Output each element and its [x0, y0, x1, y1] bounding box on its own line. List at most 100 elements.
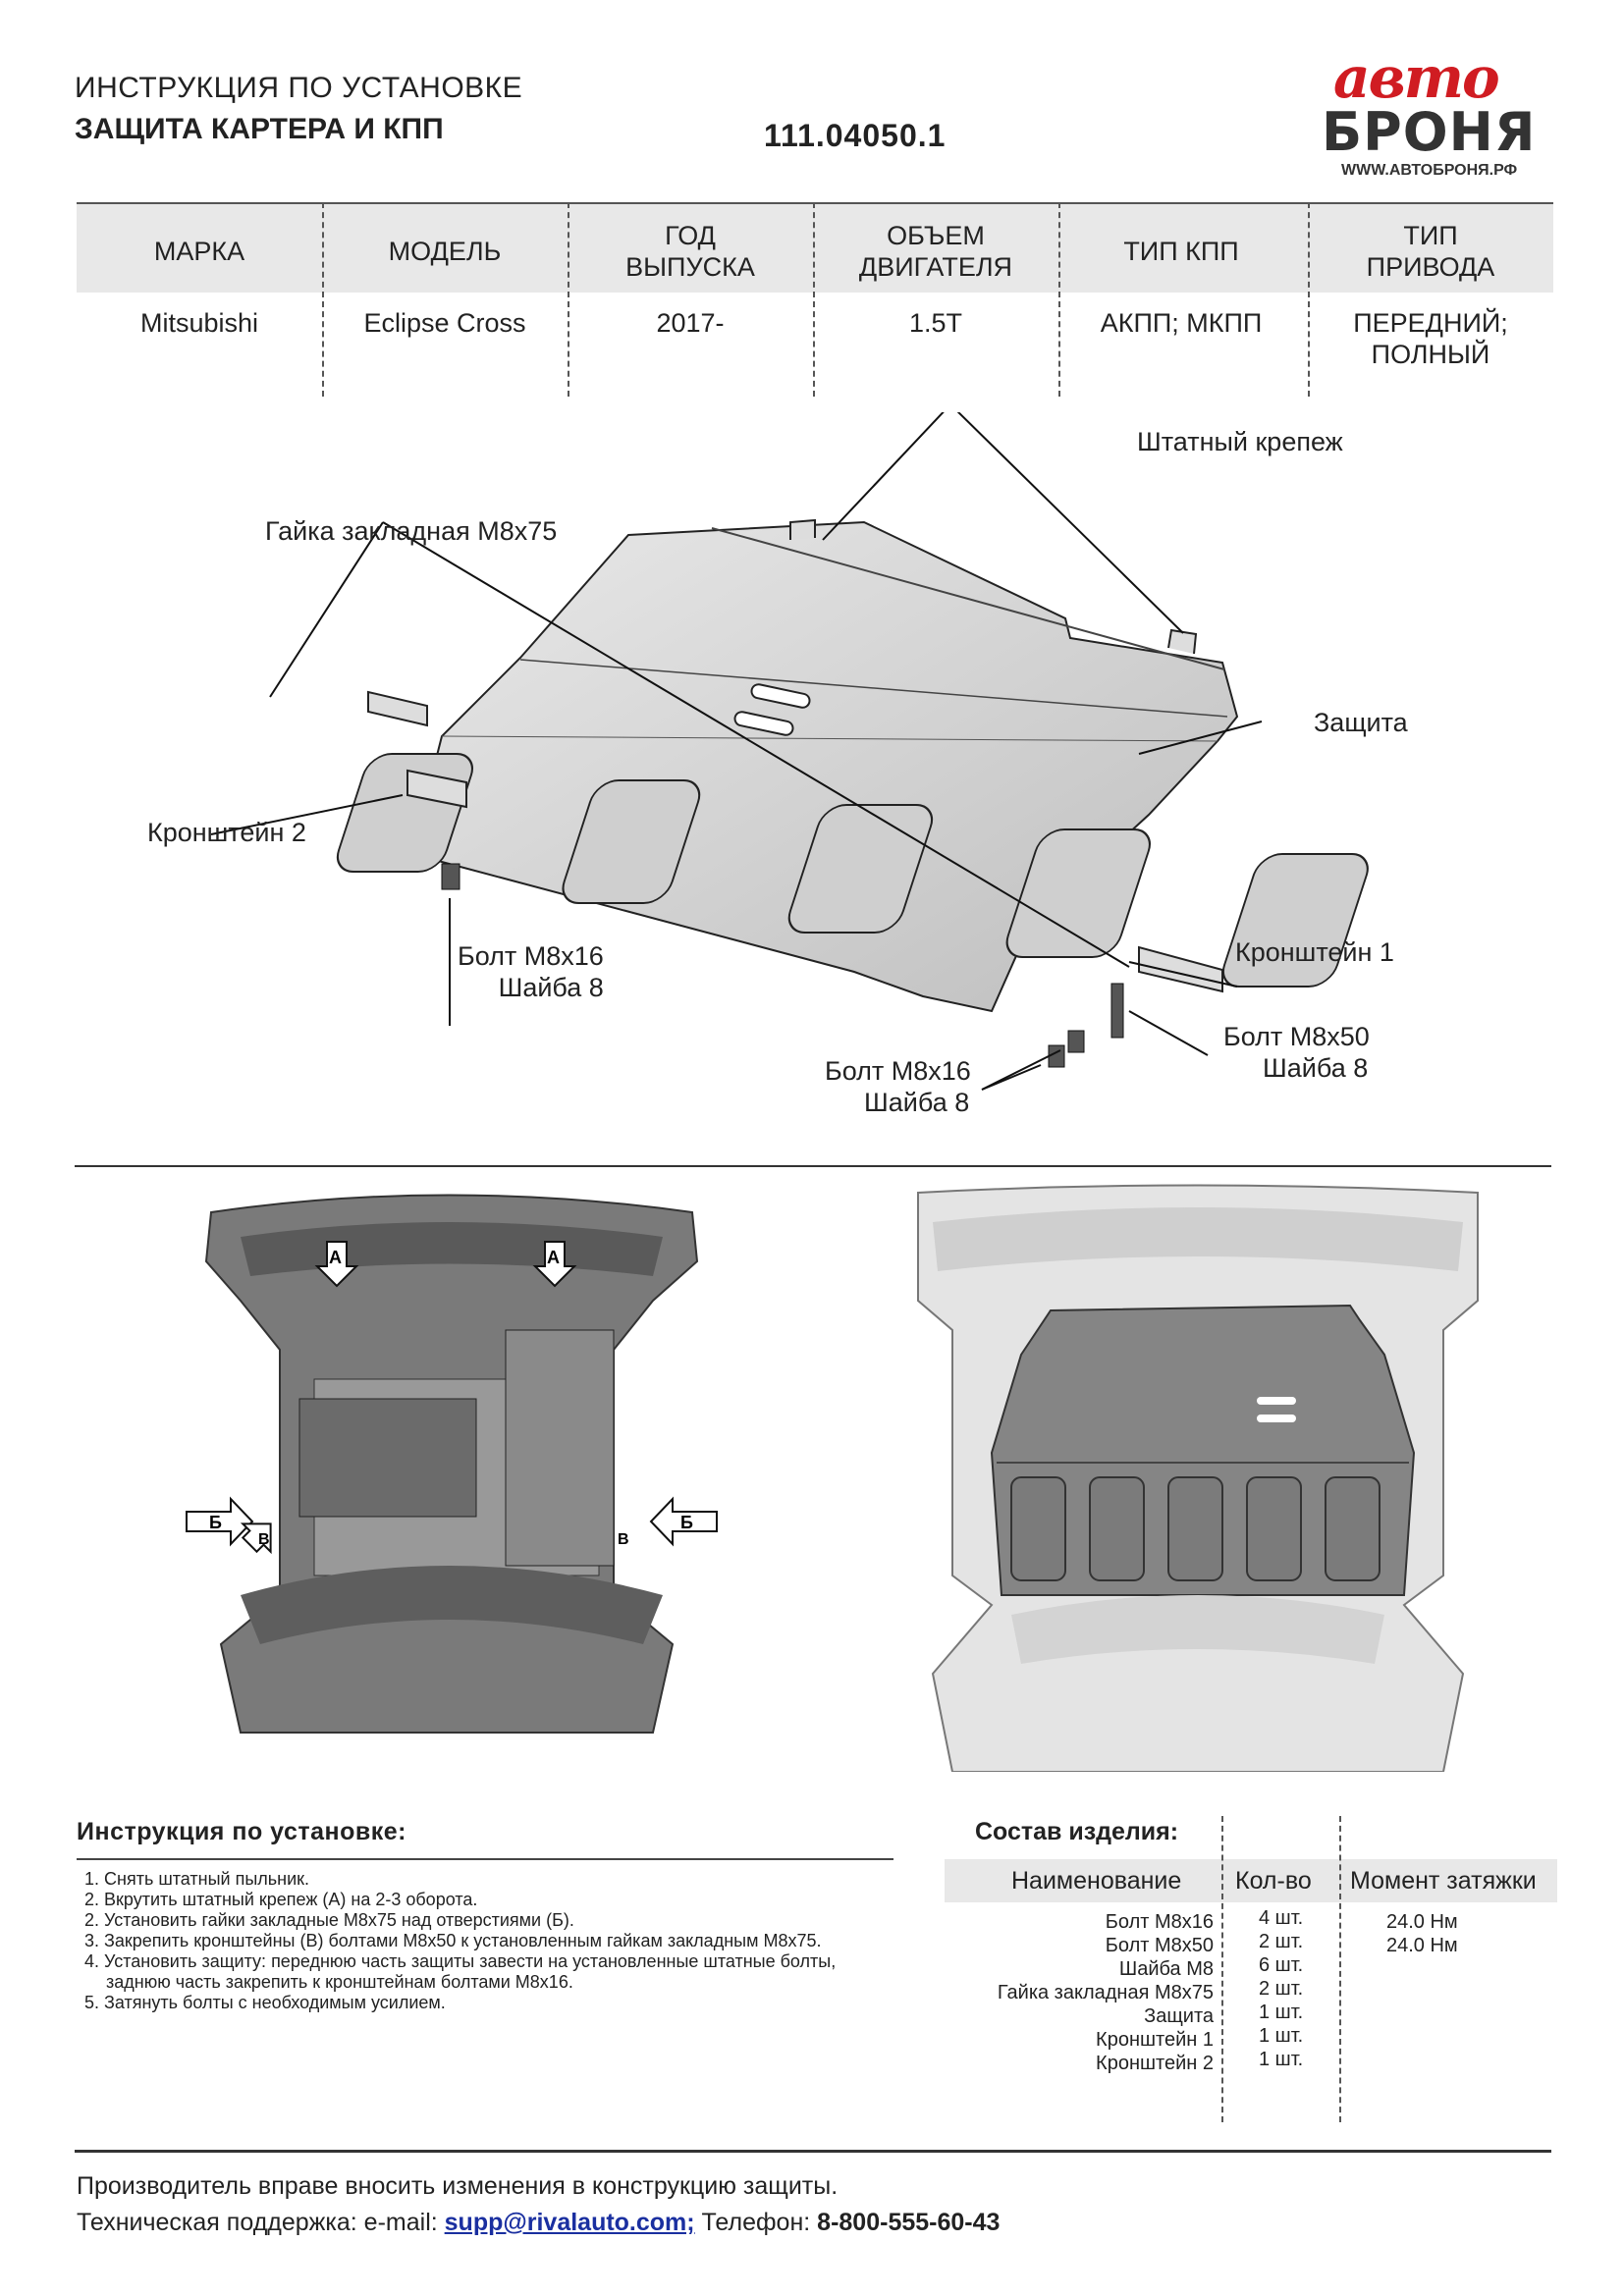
article-number: 111.04050.1 — [764, 118, 947, 153]
bracket-1 — [1138, 945, 1223, 993]
header-make: МАРКА — [153, 237, 245, 266]
composition-row-qty: 2 шт. — [1259, 1978, 1304, 2000]
footer-support: Техническая поддержка: e-mail: supp@riva… — [77, 2209, 1000, 2237]
label-bolt16-left: Болт М8х16 Шайба 8 — [458, 941, 604, 1002]
title-line-2: ЗАЩИТА КАРТЕРА И КПП — [75, 113, 444, 145]
marker-v-right: В — [618, 1531, 629, 1548]
composition-row-name: Кронштейн 2 — [1096, 2053, 1214, 2074]
label-nut: Гайка закладная М8х75 — [265, 516, 558, 546]
marker-b-left: Б — [186, 1496, 254, 1547]
brand-logo: авто БРОНЯ WWW.АВТОБРОНЯ.РФ — [1316, 44, 1561, 191]
support-email-link[interactable]: supp@rivalauto.com; — [444, 2209, 695, 2236]
value-make: Mitsubishi — [139, 308, 259, 338]
composition-col-qty: Кол-во — [1235, 1867, 1312, 1895]
label-guard: Защита — [1314, 708, 1408, 737]
instructions-underline — [77, 1858, 893, 1860]
label-bolt50: Болт М8х50 Шайба 8 — [1223, 1022, 1370, 1083]
composition-row-name: Защита — [1144, 2005, 1214, 2027]
composition-row-name: Кронштейн 1 — [1096, 2029, 1214, 2051]
section-divider — [75, 1165, 1551, 1167]
instruction-step: 4. Установить защиту: переднюю часть защ… — [84, 1951, 837, 1992]
instruction-step: 2. Вкрутить штатный крепеж (А) на 2-3 об… — [84, 1890, 478, 1909]
value-model: Eclipse Cross — [363, 308, 526, 338]
instruction-step: 2. Установить гайки закладные М8х75 над … — [84, 1910, 574, 1930]
phone-label: Телефон: — [694, 2209, 818, 2236]
marker-a-left: А — [314, 1241, 359, 1288]
composition-row-name: Шайба М8 — [1118, 1958, 1214, 1980]
header-model: МОДЕЛЬ — [388, 237, 502, 266]
composition-row-torque: 24.0 Нм — [1386, 1935, 1458, 1956]
instruction-step: 3. Закрепить кронштейны (В) болтами М8х5… — [84, 1931, 822, 1950]
svg-text:Б: Б — [209, 1513, 222, 1532]
label-stock-fastener: Штатный крепеж — [1137, 427, 1343, 456]
composition-row-name: Болт М8х16 — [1105, 1911, 1214, 1933]
composition-row-torque: 24.0 Нм — [1386, 1911, 1458, 1933]
composition-row-qty: 1 шт. — [1259, 2049, 1304, 2070]
marker-a-right: А — [532, 1241, 577, 1288]
composition-header-bg — [945, 1859, 1557, 1902]
composition-row-qty: 4 шт. — [1259, 1907, 1304, 1929]
slot — [750, 683, 811, 709]
marker-v-left: В — [240, 1522, 272, 1555]
title-line-1: ИНСТРУКЦИЯ ПО УСТАНОВКЕ — [75, 72, 523, 104]
instruction-step: 1. Снять штатный пыльник. — [84, 1869, 310, 1889]
assembly-diagram: Штатный крепеж Гайка закладная М8х75 Защ… — [147, 412, 1473, 1144]
column-divider — [1308, 202, 1310, 397]
label-bolt16-mid: Болт М8х16 Шайба 8 — [825, 1056, 971, 1117]
logo-brand: БРОНЯ — [1322, 101, 1537, 163]
undercarriage-photo-after — [917, 1184, 1479, 1772]
svg-text:А: А — [547, 1248, 560, 1267]
svg-text:А: А — [329, 1248, 342, 1267]
bracket-2 — [406, 769, 467, 809]
emboss-panel — [562, 779, 701, 904]
composition-row-qty: 1 шт. — [1259, 2002, 1304, 2023]
column-divider — [1058, 202, 1060, 397]
instruction-step: 5. Затянуть болты с необходимым усилием. — [84, 1993, 446, 2012]
bolt-m8x16-mid — [1048, 1030, 1085, 1068]
column-divider — [813, 202, 815, 397]
label-bracket-1: Кронштейн 1 — [1235, 937, 1394, 967]
instructions-list: 1. Снять штатный пыльник. 2. Вкрутить шт… — [84, 1869, 890, 2013]
rear-tab — [789, 518, 816, 540]
value-year: 2017- — [656, 308, 725, 338]
emboss-panel — [787, 804, 934, 934]
column-divider — [568, 202, 569, 397]
marker-b-right: Б — [649, 1496, 718, 1547]
composition-name-col: Болт М8х16 Болт М8х50 Шайба М8 Гайка зак… — [998, 1910, 1214, 2075]
column-divider — [322, 202, 324, 397]
instructions-title: Инструкция по установке: — [77, 1818, 406, 1845]
footer-disclaimer: Производитель вправе вносить изменения в… — [77, 2172, 839, 2200]
composition-torque-col: 24.0 Нм 24.0 Нм — [1386, 1910, 1458, 1957]
composition-title: Состав изделия: — [975, 1818, 1179, 1845]
header-gearbox: ТИП КПП — [1123, 237, 1239, 266]
guard-drawing — [210, 412, 1369, 1091]
svg-text:В: В — [618, 1531, 629, 1548]
composition-row-name: Болт М8х50 — [1105, 1935, 1214, 1956]
composition-col-name: Наименование — [1011, 1867, 1182, 1895]
support-label: Техническая поддержка: e-mail: — [77, 2209, 445, 2236]
composition-qty-col: 4 шт. 2 шт. 6 шт. 2 шт. 1 шт. 1 шт. 1 шт… — [1259, 1906, 1303, 2071]
value-gearbox: АКПП; МКПП — [1100, 308, 1263, 338]
logo-script: авто — [1333, 44, 1500, 111]
composition-row-qty: 6 шт. — [1259, 1954, 1304, 1976]
emboss-panel — [1221, 853, 1369, 988]
composition-divider — [1339, 1816, 1341, 2122]
emboss-panel — [1005, 828, 1151, 958]
value-engine: 1.5T — [908, 308, 963, 338]
support-phone: 8-800-555-60-43 — [817, 2209, 1001, 2236]
composition-divider — [1221, 1816, 1223, 2122]
svg-text:Б: Б — [680, 1513, 693, 1532]
svg-text:В: В — [258, 1531, 270, 1548]
bolt-m8x50 — [1110, 983, 1124, 1039]
undercarriage-photo-before: А А Б Б В В — [186, 1194, 718, 1734]
vehicle-table-top-line — [77, 202, 1553, 204]
bracket-left — [367, 690, 428, 727]
composition-row-qty: 2 шт. — [1259, 1931, 1304, 1952]
composition-row-qty: 1 шт. — [1259, 2025, 1304, 2047]
label-bracket-2: Кронштейн 2 — [147, 818, 306, 847]
bolt-m8x16-left — [441, 863, 460, 890]
